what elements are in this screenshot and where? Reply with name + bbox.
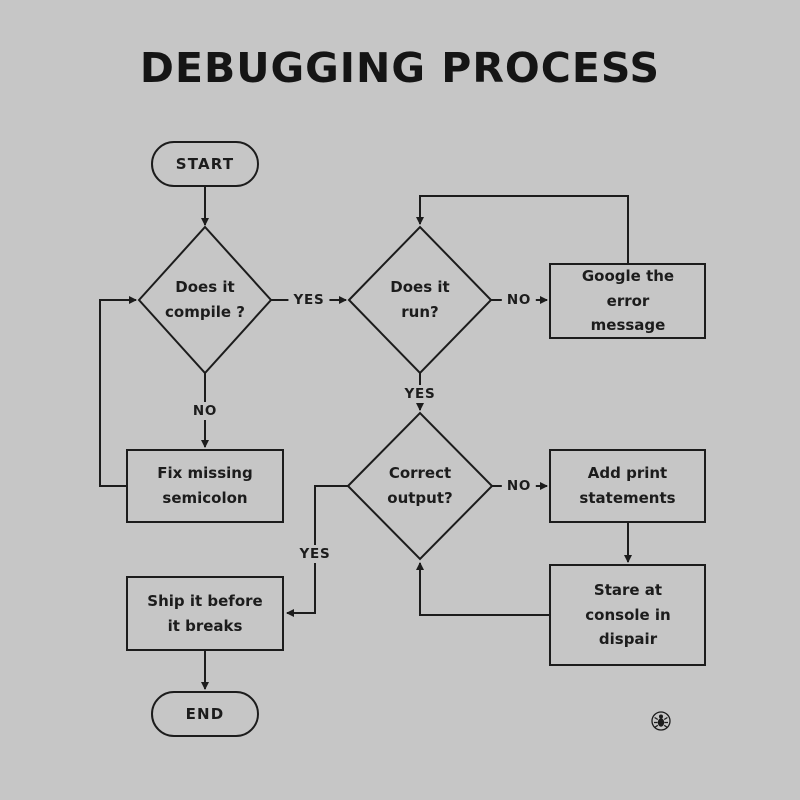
compile-decision-shape (137, 225, 273, 375)
fix-process-label: Fix missing semicolon (157, 464, 253, 507)
google-process-label: Google the error message (581, 266, 675, 335)
google-process-shape (549, 263, 706, 339)
fix-process-shape (126, 449, 284, 523)
end-terminal-shape (151, 691, 259, 737)
run-decision-label: Does it run? (390, 278, 450, 321)
page-title: DEBUGGING PROCESS (139, 44, 661, 92)
bug-icon (651, 711, 671, 731)
edge-label-run-yes: YES (399, 385, 441, 403)
add-print-process-label: Add print statements (579, 464, 676, 507)
edge-google-to-run (416, 195, 629, 264)
correct-decision-shape (346, 411, 494, 561)
add-print-process-shape (549, 449, 706, 523)
stare-process-label: Stare at console in dispair (585, 580, 671, 649)
compile-decision-label: Does it compile ? (165, 278, 245, 321)
start-terminal-label: START (175, 154, 235, 173)
start-terminal-shape (151, 141, 259, 187)
stare-process-shape (549, 564, 706, 666)
ship-process-shape (126, 576, 284, 651)
edge-label-compile-no: NO (187, 402, 223, 420)
edge-stare-to-correct (416, 562, 550, 616)
end-terminal-label: END (185, 704, 225, 723)
edge-label-correct-no: NO (501, 477, 537, 495)
ship-process-label: Ship it before it breaks (147, 591, 263, 635)
run-decision-shape (347, 225, 493, 375)
edge-label-run-no: NO (501, 291, 537, 309)
edge-label-compile-yes: YES (288, 291, 330, 309)
edge-fix-to-compile (99, 296, 137, 487)
correct-decision-label: Correct output? (387, 464, 453, 507)
edge-label-correct-yes: YES (294, 545, 336, 563)
